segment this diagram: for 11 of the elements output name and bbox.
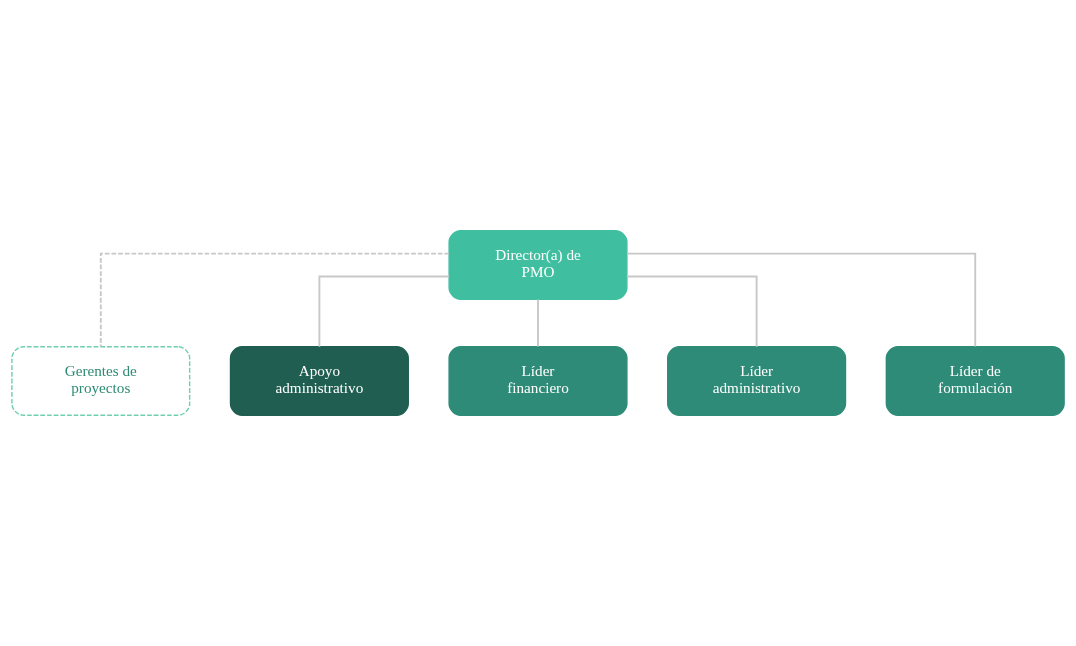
node-box: Apoyo administrativo bbox=[229, 346, 409, 416]
connector bbox=[318, 275, 451, 348]
connector bbox=[99, 252, 450, 348]
node-box: Director(a) de PMO bbox=[448, 230, 628, 300]
node-box: Líder financiero bbox=[448, 346, 628, 416]
node-box: Líder administrativo bbox=[667, 346, 847, 416]
connector bbox=[537, 298, 539, 348]
connector bbox=[626, 252, 977, 348]
node-box: Gerentes de proyectos bbox=[11, 346, 191, 416]
node-box: Líder de formulación bbox=[885, 346, 1065, 416]
connector bbox=[625, 275, 758, 348]
